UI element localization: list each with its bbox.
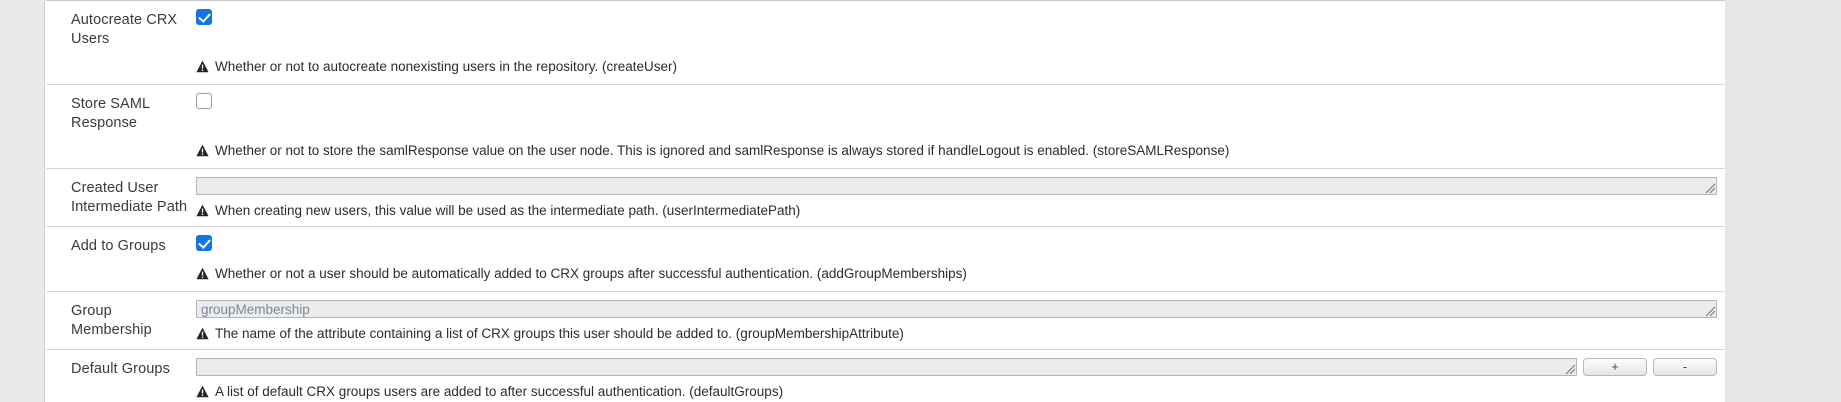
form-row-default-groups: Default Groups + - [46, 349, 1725, 402]
spacer [46, 256, 196, 258]
input-value: groupMembership [201, 302, 310, 317]
warning-triangle-icon [196, 385, 209, 398]
field-label: Autocreate CRX Users [71, 12, 178, 47]
spacer [46, 49, 196, 51]
description-text: A list of default CRX groups users are a… [215, 384, 784, 399]
warning-triangle-icon [196, 327, 209, 340]
left-gutter [0, 0, 45, 402]
default-groups-input[interactable] [196, 358, 1577, 376]
warning-triangle-icon [196, 60, 209, 73]
form-row-created-user-intermediate-path: Created User Intermediate Path [46, 168, 1725, 226]
field-description: A list of default CRX groups users are a… [196, 376, 1717, 402]
resize-handle-icon[interactable] [1563, 362, 1576, 375]
field-label: Group Membership [71, 303, 152, 338]
form-row-group-membership: Group Membership groupMembership [46, 291, 1725, 349]
warning-triangle-icon [196, 267, 209, 280]
osgi-config-form: Autocreate CRX Users Whether or not to a… [46, 0, 1725, 402]
field-description: When creating new users, this value will… [196, 195, 1717, 226]
form-row-add-to-groups: Add to Groups Whether or not a user shou… [46, 226, 1725, 291]
warning-triangle-icon [196, 204, 209, 217]
field-description: Whether or not a user should be automati… [196, 256, 1717, 291]
description-text: The name of the attribute containing a l… [215, 326, 904, 341]
remove-default-group-button[interactable]: - [1653, 358, 1717, 376]
form-row-store-saml-response: Store SAML Response Whether or not to st… [46, 84, 1725, 168]
description-text: Whether or not a user should be automati… [215, 266, 967, 281]
store-saml-response-checkbox[interactable] [196, 93, 212, 109]
group-membership-input[interactable]: groupMembership [196, 300, 1717, 318]
description-text: Whether or not to autocreate nonexisting… [215, 59, 677, 74]
field-label: Default Groups [71, 361, 170, 377]
field-label: Created User Intermediate Path [71, 180, 188, 215]
autocreate-crx-users-checkbox[interactable] [196, 9, 212, 25]
add-to-groups-checkbox[interactable] [196, 235, 212, 251]
form-row-autocreate-crx-users: Autocreate CRX Users Whether or not to a… [46, 0, 1725, 84]
field-label: Add to Groups [71, 238, 166, 254]
warning-triangle-icon [196, 144, 209, 157]
created-user-intermediate-path-input[interactable] [196, 177, 1717, 195]
resize-handle-icon[interactable] [1703, 181, 1716, 194]
field-label: Store SAML Response [71, 96, 150, 131]
field-description: Whether or not to autocreate nonexisting… [196, 49, 1717, 84]
description-text: When creating new users, this value will… [215, 203, 801, 218]
spacer [46, 133, 196, 135]
field-description: The name of the attribute containing a l… [196, 318, 1717, 349]
description-text: Whether or not to store the samlResponse… [215, 143, 1230, 158]
right-gutter [1725, 0, 1841, 402]
field-description: Whether or not to store the samlResponse… [196, 133, 1717, 168]
resize-handle-icon[interactable] [1703, 304, 1716, 317]
add-default-group-button[interactable]: + [1583, 358, 1647, 376]
